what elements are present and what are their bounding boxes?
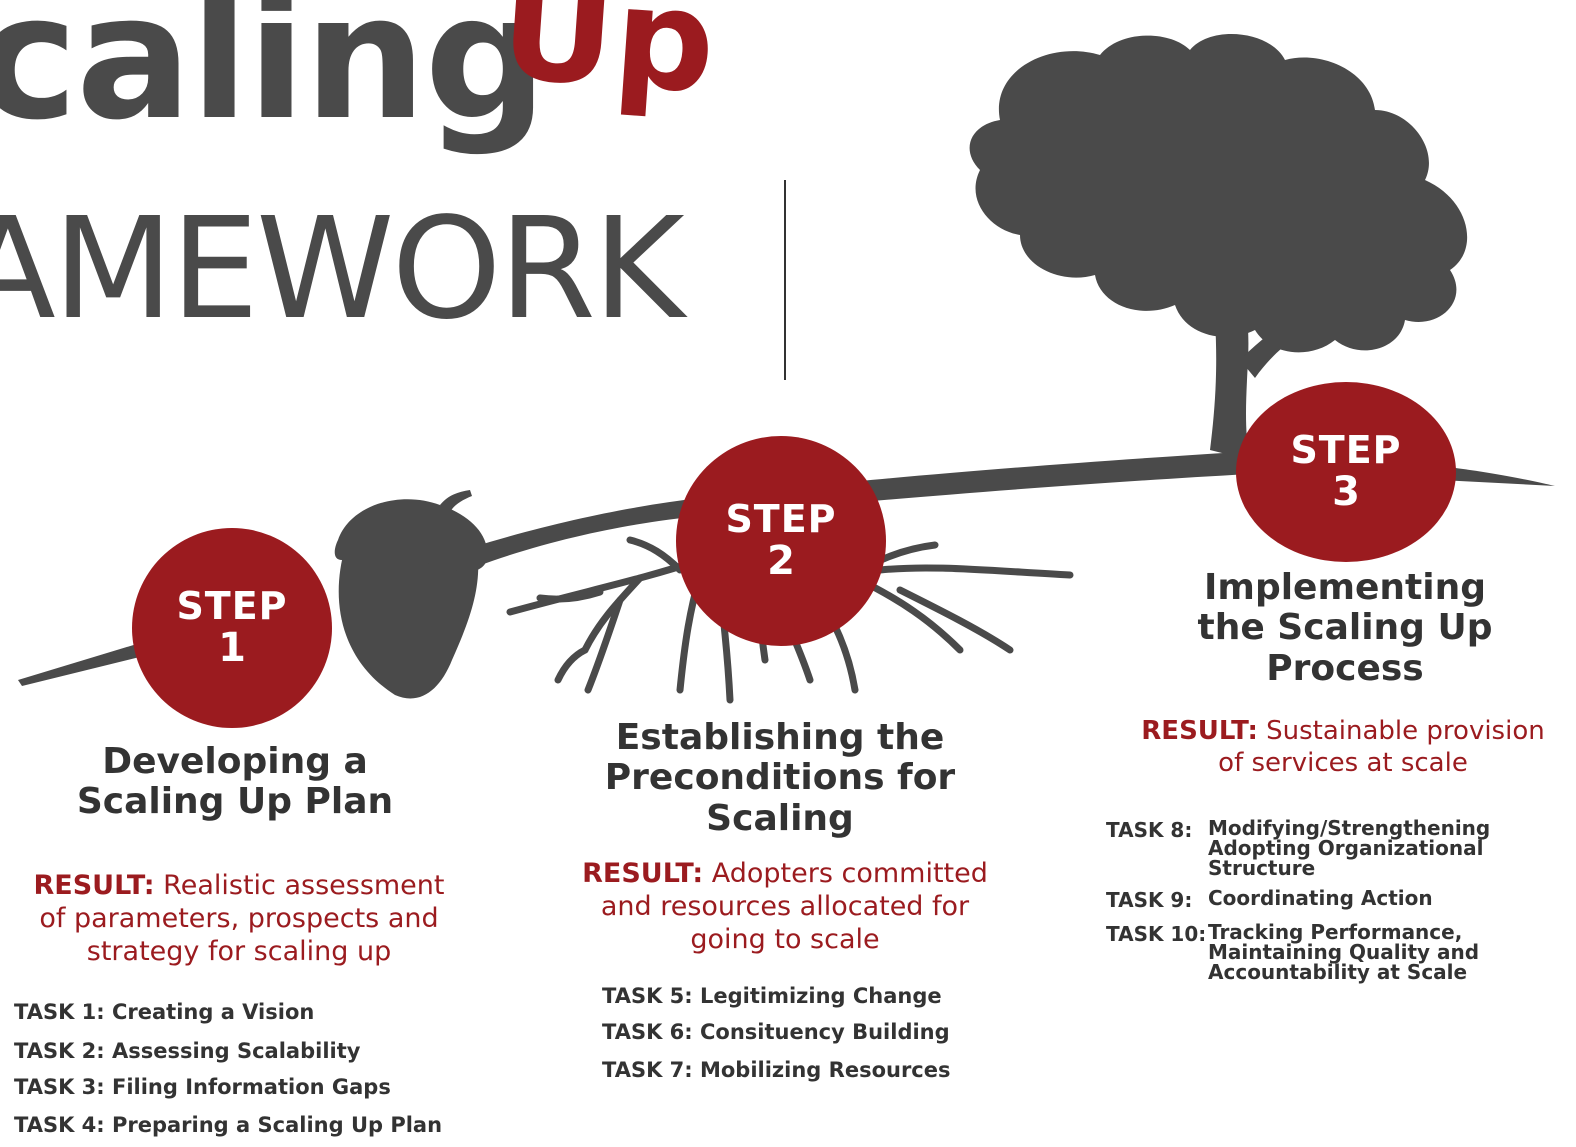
step-2-label: STEP xyxy=(725,497,837,542)
task-2-text: Assessing Scalability xyxy=(111,1039,361,1063)
step-2-heading-line-3: Scaling xyxy=(706,797,854,839)
task-8-line-1: Modifying/Strengthening xyxy=(1208,816,1491,840)
step-2-heading: Establishing the Preconditions for Scali… xyxy=(560,717,1000,839)
task-1: TASK 1: Creating a Vision xyxy=(14,1000,314,1024)
task-3-key: TASK 3: xyxy=(14,1075,105,1099)
task-3: TASK 3: Filing Information Gaps xyxy=(14,1075,391,1099)
step-3-heading-line-2: the Scaling Up xyxy=(1197,607,1493,649)
task-10-key: TASK 10: xyxy=(1106,922,1207,946)
step-3-result-label: RESULT: xyxy=(1141,716,1258,746)
step-2-result-line-1: Adopters committed xyxy=(711,858,988,889)
branch-line xyxy=(18,452,1555,686)
title-scaling: caling xyxy=(0,0,548,158)
step-2-result: RESULT: Adopters committed and resources… xyxy=(550,858,1020,957)
acorn-icon xyxy=(334,490,488,699)
task-7-key: TASK 7: xyxy=(602,1058,693,1082)
step-1-result-line-3: strategy for scaling up xyxy=(86,935,392,967)
step-2-number: 2 xyxy=(767,537,795,584)
step-3-result-line-1: Sustainable provision xyxy=(1266,716,1545,746)
task-7-text: Mobilizing Resources xyxy=(699,1058,951,1082)
step-1-number: 1 xyxy=(218,624,246,671)
task-9-key: TASK 9: xyxy=(1106,888,1193,912)
step-1-result-line-2: of parameters, prospects and xyxy=(39,902,439,934)
task-6-text: Consituency Building xyxy=(699,1020,950,1044)
task-5-key: TASK 5: xyxy=(602,984,693,1008)
step-3-badge: STEP 3 xyxy=(1236,382,1456,562)
task-4-key: TASK 4: xyxy=(14,1113,105,1137)
roots-icon xyxy=(506,536,1074,704)
step-1-result-line-1: Realistic assessment xyxy=(163,870,445,901)
step-1-heading: Developing a Scaling Up Plan xyxy=(30,741,440,823)
step-1-result: RESULT: Realistic assessment of paramete… xyxy=(0,870,478,969)
task-10: TASK 10: Tracking Performance, Maintaini… xyxy=(1106,922,1566,982)
step-2-heading-line-1: Establishing the xyxy=(615,717,945,758)
step-1-badge: STEP 1 xyxy=(132,528,332,728)
task-7: TASK 7: Mobilizing Resources xyxy=(602,1058,951,1082)
step-3-heading-line-1: Implementing xyxy=(1204,567,1486,608)
task-5: TASK 5: Legitimizing Change xyxy=(602,984,942,1008)
task-8-line-2: Adopting Organizational xyxy=(1208,836,1484,860)
step-2-result-line-2: and resources allocated for xyxy=(600,890,970,922)
task-4-text: Preparing a Scaling Up Plan xyxy=(111,1113,443,1137)
step-3-heading: Implementing the Scaling Up Process xyxy=(1140,567,1550,689)
task-6-key: TASK 6: xyxy=(602,1020,693,1044)
tree-icon xyxy=(969,33,1468,460)
task-3-text: Filing Information Gaps xyxy=(111,1075,391,1099)
step-2-result-label: RESULT: xyxy=(582,858,704,889)
task-2-key: TASK 2: xyxy=(14,1039,105,1063)
step-3-heading-line-3: Process xyxy=(1266,647,1424,689)
step-1-label: STEP xyxy=(176,584,288,629)
task-9: TASK 9: Coordinating Action xyxy=(1106,888,1566,912)
step-2-result-line-3: going to scale xyxy=(690,923,880,955)
task-8-key: TASK 8: xyxy=(1106,818,1193,842)
task-2: TASK 2: Assessing Scalability xyxy=(14,1039,360,1063)
title-up: Up xyxy=(495,0,721,126)
step-2-badge: STEP 2 xyxy=(676,436,886,646)
title-framework: AMEWORK xyxy=(0,188,685,351)
step-2-heading-line-2: Preconditions for xyxy=(604,757,956,799)
task-6: TASK 6: Consituency Building xyxy=(602,1020,950,1044)
task-10-line-3: Accountability at Scale xyxy=(1208,960,1468,984)
step-1-result-label: RESULT: xyxy=(33,870,155,901)
task-9-line-1: Coordinating Action xyxy=(1208,886,1433,910)
step-3-label: STEP xyxy=(1290,428,1402,473)
step-3-task-list: TASK 8: Modifying/Strengthening Adopting… xyxy=(1106,818,1566,992)
title-divider xyxy=(784,180,786,380)
step-1-heading-line-2: Scaling Up Plan xyxy=(76,781,394,823)
task-1-text: Creating a Vision xyxy=(111,1000,315,1024)
step-1-heading-line-1: Developing a xyxy=(102,741,368,782)
task-8-line-3: Structure xyxy=(1208,856,1316,880)
task-8: TASK 8: Modifying/Strengthening Adopting… xyxy=(1106,818,1566,878)
task-10-line-2: Maintaining Quality and xyxy=(1208,940,1480,964)
step-3-number: 3 xyxy=(1332,468,1360,515)
task-1-key: TASK 1: xyxy=(14,1000,105,1024)
task-10-line-1: Tracking Performance, xyxy=(1208,920,1463,944)
task-4: TASK 4: Preparing a Scaling Up Plan xyxy=(14,1113,442,1137)
step-3-result: RESULT: Sustainable provision of service… xyxy=(1110,716,1576,779)
step-3-result-line-2: of services at scale xyxy=(1218,747,1468,778)
task-5-text: Legitimizing Change xyxy=(699,984,942,1008)
